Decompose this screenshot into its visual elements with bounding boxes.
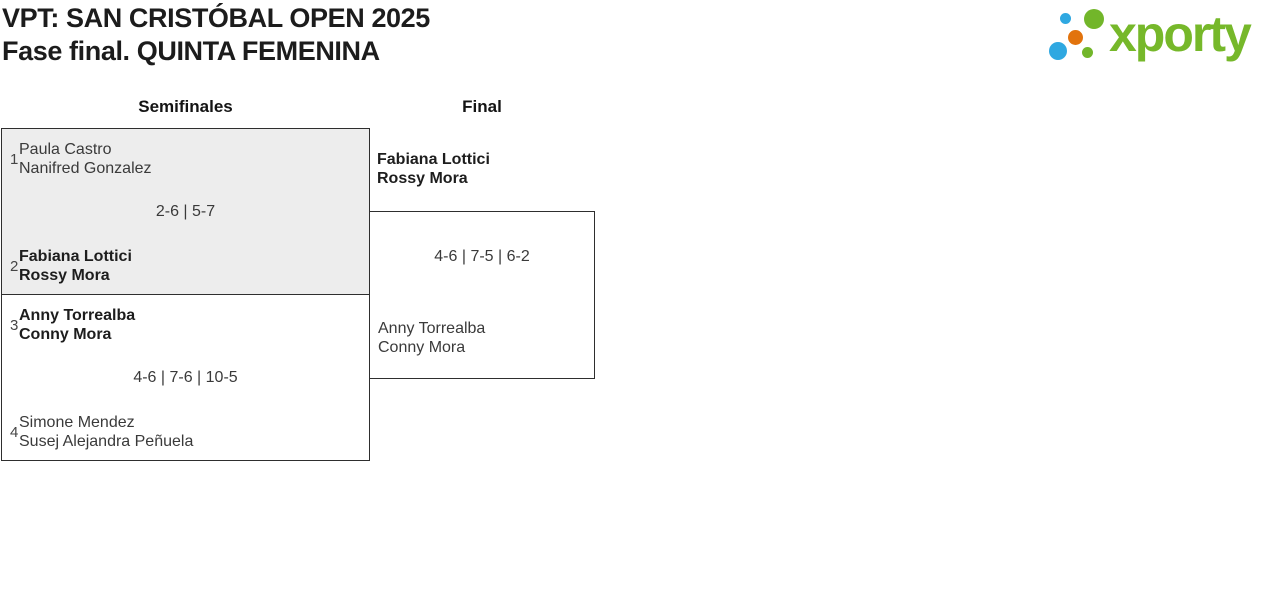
team-names: Paula Castro Nanifred Gonzalez bbox=[19, 140, 152, 178]
final-match: 4-6 | 7-5 | 6-2 Anny Torrealba Conny Mor… bbox=[369, 211, 595, 379]
player-name: Conny Mora bbox=[19, 326, 112, 343]
final-team-2: Anny Torrealba Conny Mora bbox=[378, 319, 485, 357]
final-team-1: Fabiana Lottici Rossy Mora bbox=[377, 150, 490, 188]
team-names: Fabiana Lottici Rossy Mora bbox=[19, 247, 132, 285]
match-score: 4-6 | 7-5 | 6-2 bbox=[434, 248, 530, 265]
team-names: Simone Mendez Susej Alejandra Peñuela bbox=[19, 413, 193, 451]
logo-dot-blue-small bbox=[1060, 13, 1071, 24]
match-score: 4-6 | 7-6 | 10-5 bbox=[133, 368, 238, 386]
player-name: Conny Mora bbox=[378, 339, 466, 356]
player-name: Fabiana Lottici bbox=[19, 248, 132, 265]
logo-dot-green-small bbox=[1082, 47, 1093, 58]
player-name: Fabiana Lottici bbox=[377, 151, 490, 168]
page-title: VPT: SAN CRISTÓBAL OPEN 2025 bbox=[2, 3, 430, 33]
seed-number: 3 bbox=[10, 316, 19, 334]
semifinal-match-1: 1 Paula Castro Nanifred Gonzalez 2-6 | 5… bbox=[1, 128, 370, 295]
semifinal-match-2: 3 Anny Torrealba Conny Mora 4-6 | 7-6 | … bbox=[1, 294, 370, 461]
seed-number: 2 bbox=[10, 257, 19, 275]
logo-dot-green-large bbox=[1084, 9, 1104, 29]
player-name: Rossy Mora bbox=[19, 267, 110, 284]
logo-dot-blue-large bbox=[1049, 42, 1067, 60]
round-label-final: Final bbox=[462, 97, 502, 116]
logo-dot-orange bbox=[1068, 30, 1083, 45]
player-name: Anny Torrealba bbox=[19, 307, 136, 324]
xporty-wordmark: xporty bbox=[1109, 6, 1252, 62]
seed-number: 1 bbox=[10, 150, 19, 168]
player-name: Anny Torrealba bbox=[378, 320, 486, 337]
team-row: 1 Paula Castro Nanifred Gonzalez bbox=[2, 140, 152, 178]
team-row: 2 Fabiana Lottici Rossy Mora bbox=[2, 247, 132, 285]
page-subtitle: Fase final. QUINTA FEMENINA bbox=[2, 36, 380, 66]
seed-number: 4 bbox=[10, 423, 19, 441]
player-name: Paula Castro bbox=[19, 141, 112, 158]
round-label-semifinals: Semifinales bbox=[138, 97, 233, 116]
team-names: Anny Torrealba Conny Mora bbox=[19, 306, 135, 344]
match-score: 2-6 | 5-7 bbox=[155, 202, 216, 220]
player-name: Simone Mendez bbox=[19, 414, 135, 431]
team-row: 4 Simone Mendez Susej Alejandra Peñuela bbox=[2, 413, 193, 451]
header: VPT: SAN CRISTÓBAL OPEN 2025 Fase final.… bbox=[2, 2, 430, 68]
player-name: Nanifred Gonzalez bbox=[19, 160, 152, 177]
player-name: Rossy Mora bbox=[377, 170, 468, 187]
semifinals-column: 1 Paula Castro Nanifred Gonzalez 2-6 | 5… bbox=[1, 128, 370, 461]
player-name: Susej Alejandra Peñuela bbox=[19, 433, 194, 450]
team-row: 3 Anny Torrealba Conny Mora bbox=[2, 306, 135, 344]
xporty-logo[interactable]: xporty bbox=[1046, 4, 1272, 68]
xporty-dots-icon bbox=[1046, 4, 1108, 68]
